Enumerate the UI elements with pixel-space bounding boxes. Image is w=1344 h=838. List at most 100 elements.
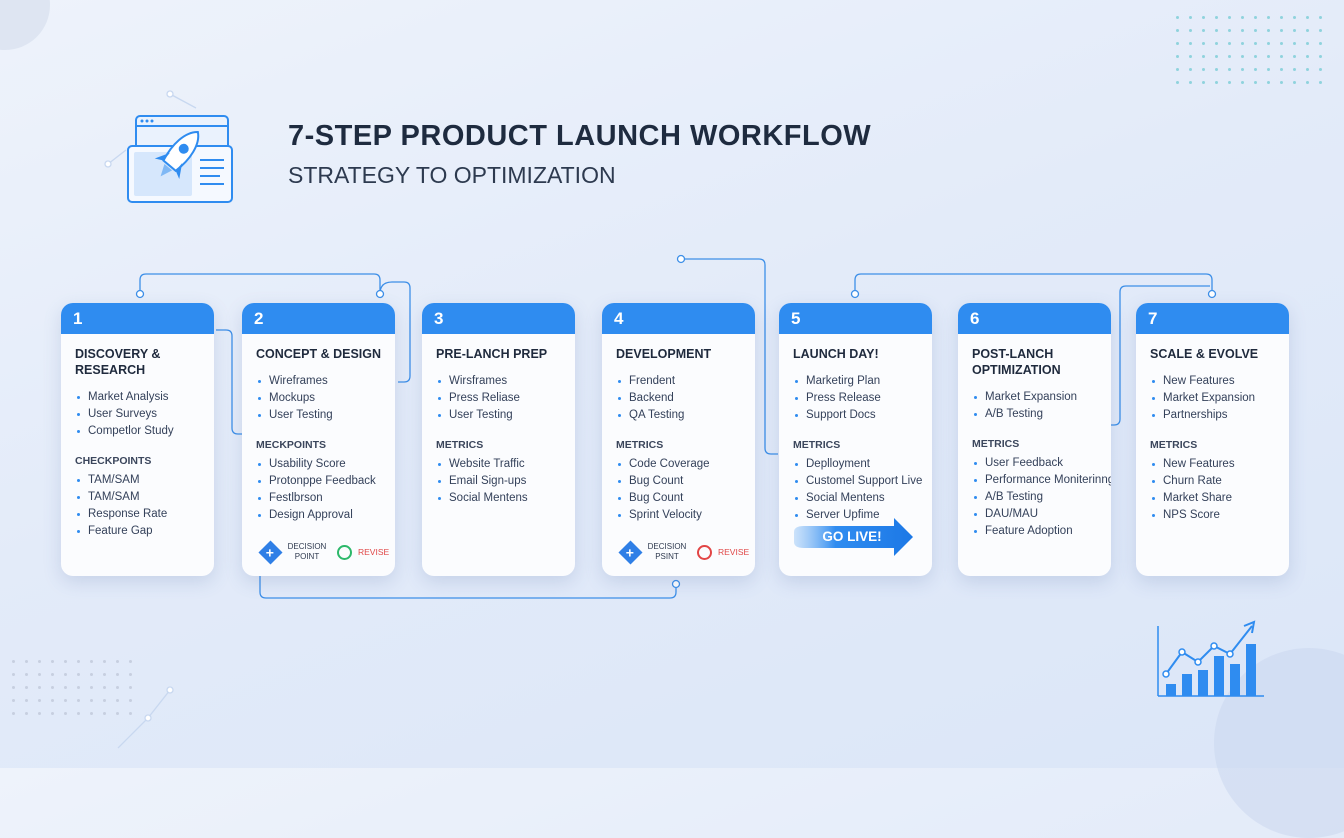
decorative-dot — [1202, 55, 1205, 58]
step-number: 4 — [602, 303, 755, 334]
decorative-dot — [1293, 55, 1296, 58]
step-number: 3 — [422, 303, 575, 334]
decorative-dot — [1228, 29, 1231, 32]
step-task-list: New Features Market Expansion Partnershi… — [1152, 373, 1289, 424]
rocket-browser-icon — [127, 115, 233, 203]
decorative-dot — [1215, 55, 1218, 58]
decorative-dot — [1280, 81, 1283, 84]
step-card-3: 3 PRE-LANCH PREP Wirsframes Press Relias… — [422, 303, 575, 576]
decorative-dot — [1215, 29, 1218, 32]
list-item: User Testing — [438, 407, 575, 424]
list-item: Deplloyment — [795, 456, 932, 473]
step-number: 7 — [1136, 303, 1289, 334]
decorative-dot — [1202, 16, 1205, 19]
go-live-arrow-icon — [794, 518, 913, 556]
decorative-dot — [1228, 81, 1231, 84]
decorative-dot — [1306, 16, 1309, 19]
step-metric-list: Usability Score Protonppe Feedback Festl… — [258, 456, 395, 524]
list-item: Backend — [618, 390, 755, 407]
decorative-dot — [77, 660, 80, 663]
decorative-dot — [1280, 55, 1283, 58]
decorative-dot — [1202, 42, 1205, 45]
list-item: Market Share — [1152, 490, 1289, 507]
decorative-dot — [77, 699, 80, 702]
decorative-dot — [38, 686, 41, 689]
decorative-dot — [1254, 55, 1257, 58]
list-item: Usability Score — [258, 456, 395, 473]
decision-diamond-icon: + — [258, 539, 283, 565]
step-task-list: Frendent Backend QA Testing — [618, 373, 755, 424]
step-metric-list: Deplloyment Customel Support Live Social… — [795, 456, 932, 524]
list-item: Support Docs — [795, 407, 932, 424]
list-item: Festlbrson — [258, 490, 395, 507]
list-item: TAM/SAM — [77, 489, 214, 506]
step-card-1: 1 DISCOVERY & RESEARCH Market Analysis U… — [61, 303, 214, 576]
decorative-dot — [1189, 16, 1192, 19]
decorative-dot — [1202, 81, 1205, 84]
list-item: A/B Testing — [974, 489, 1111, 506]
decorative-dot — [1267, 42, 1270, 45]
decorative-dot — [1189, 68, 1192, 71]
decorative-dot — [1293, 16, 1296, 19]
decorative-dot — [1176, 68, 1179, 71]
decorative-dot — [38, 699, 41, 702]
step-task-list: Marketirg Plan Press Release Support Doc… — [795, 373, 932, 424]
decorative-dot — [1241, 81, 1244, 84]
step-title: LAUNCH DAY! — [793, 347, 879, 361]
decision-label: DECISION PSINT — [647, 542, 687, 561]
list-item: Code Coverage — [618, 456, 755, 473]
section-label: METRICS — [436, 439, 484, 451]
decorative-dot — [12, 660, 15, 663]
decorative-dot — [1267, 81, 1270, 84]
decorative-dot — [1215, 81, 1218, 84]
decorative-dot — [1280, 16, 1283, 19]
list-item: NPS Score — [1152, 507, 1289, 524]
section-label: CHECKPOINTS — [75, 455, 152, 467]
decorative-dot — [51, 699, 54, 702]
decorative-dot — [129, 660, 132, 663]
decorative-dot — [90, 686, 93, 689]
decorative-dot — [12, 686, 15, 689]
page-title: 7-STEP PRODUCT LAUNCH WORKFLOW — [288, 120, 872, 152]
decorative-dot — [12, 712, 15, 715]
list-item: Marketirg Plan — [795, 373, 932, 390]
section-label: METRICS — [616, 439, 664, 451]
decorative-dot — [38, 660, 41, 663]
revise-circle-icon — [697, 544, 712, 560]
decorative-dot — [103, 712, 106, 715]
decorative-dot — [25, 699, 28, 702]
decorative-dot — [12, 699, 15, 702]
list-item: Protonppe Feedback — [258, 473, 395, 490]
list-item: Wireframes — [258, 373, 395, 390]
section-label: METRICS — [793, 439, 841, 451]
decorative-dot — [116, 699, 119, 702]
list-item: TAM/SAM — [77, 472, 214, 489]
step-title: DEVELOPMENT — [616, 347, 712, 361]
decorative-dot — [129, 699, 132, 702]
decorative-dot — [1176, 42, 1179, 45]
decorative-dot — [103, 699, 106, 702]
decorative-dot — [1293, 42, 1296, 45]
list-item: Market Expansion — [974, 389, 1111, 406]
step-title: PRE-LANCH PREP — [436, 347, 548, 361]
list-item: User Feedback — [974, 455, 1111, 472]
list-item: Social Mentens — [438, 490, 575, 507]
decorative-dot — [25, 660, 28, 663]
decorative-dot — [1293, 81, 1296, 84]
decorative-dot — [64, 712, 67, 715]
decorative-dot — [1254, 81, 1257, 84]
decorative-dot — [1189, 42, 1192, 45]
step-number: 2 — [242, 303, 395, 334]
decorative-dot — [129, 673, 132, 676]
decorative-dot — [1215, 42, 1218, 45]
decorative-dot — [1306, 68, 1309, 71]
decorative-dot — [1319, 68, 1322, 71]
decorative-dot — [1189, 55, 1192, 58]
step-metric-list: User Feedback Performance Moniterinng A/… — [974, 455, 1111, 540]
approve-circle-icon — [337, 544, 352, 560]
list-item: Mockups — [258, 390, 395, 407]
page-subtitle: STRATEGY TO OPTIMIZATION — [288, 162, 616, 188]
decorative-dot — [1228, 42, 1231, 45]
decorative-dot — [90, 712, 93, 715]
step-metric-list: New Features Churn Rate Market Share NPS… — [1152, 456, 1289, 524]
